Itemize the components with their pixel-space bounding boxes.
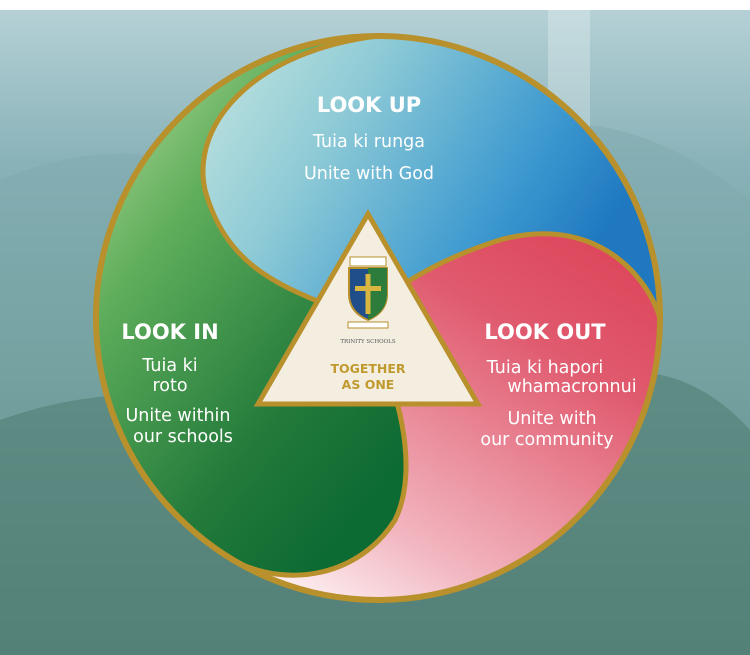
look-in-line2a: Unite within [125,406,230,426]
look-up-title: LOOK UP [317,93,421,117]
look-in-line2b: our schools [133,427,233,447]
center-line1: TOGETHER [330,361,405,376]
divider-up-in [200,33,379,323]
look-up-region [202,36,660,320]
look-in-title: LOOK IN [121,320,218,344]
look-out-line1a: Tuia ki hapori [486,358,604,378]
crest-name: TRINITY SCHOOLS [340,339,395,345]
center-line2: AS ONE [342,377,395,392]
top-border [0,0,750,10]
look-out-line2b: our community [480,430,613,450]
school-crest-icon [347,256,389,329]
look-in-line1b: roto [152,376,187,396]
look-up-line1: Tuia ki runga [312,132,425,152]
look-in-line1a: Tuia ki [141,356,197,376]
values-circle [96,36,660,600]
look-in-region [96,36,406,576]
look-out-line1b: whamacronnui [507,377,636,397]
look-out-line2a: Unite with [507,409,596,429]
look-up-line2: Unite with God [304,164,434,184]
look-out-title: LOOK OUT [484,320,606,344]
